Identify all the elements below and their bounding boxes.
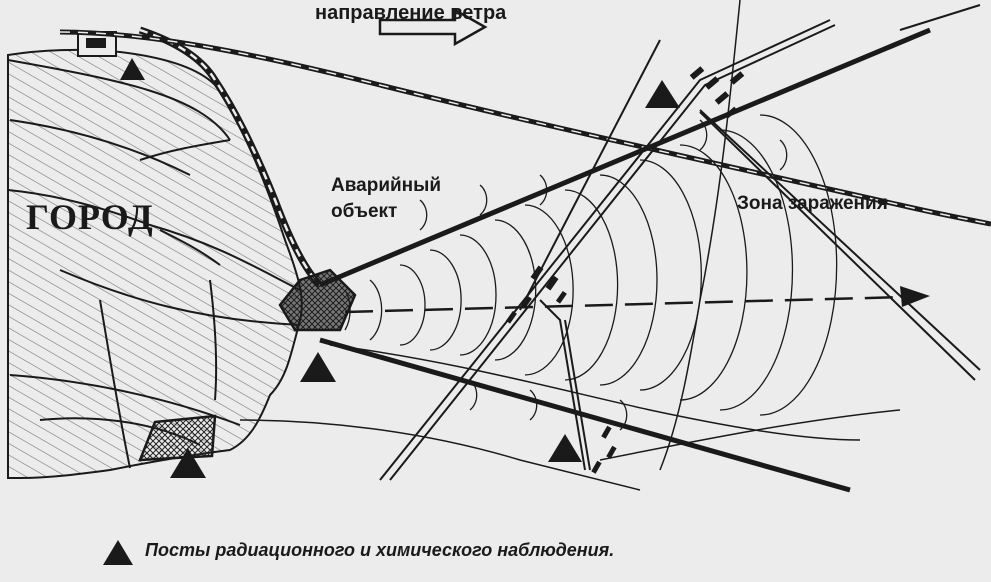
triangle-icon — [300, 352, 336, 382]
wind-direction-label: направление ветра — [315, 2, 507, 24]
contamination-zone-label: Зона заражения — [737, 193, 888, 214]
legend-text: Посты радиационного и химического наблюд… — [145, 540, 615, 560]
contamination-arcs — [344, 114, 838, 431]
right-roads — [699, 4, 981, 381]
accident-object-label-line1: Аварийный — [331, 175, 442, 196]
observation-posts — [103, 58, 680, 565]
zone-boundary-lower — [319, 337, 851, 493]
triangle-icon — [170, 448, 206, 478]
roads-in-zone — [239, 0, 901, 491]
triangle-icon — [120, 58, 145, 80]
railway — [138, 26, 323, 288]
lower-building — [138, 414, 217, 462]
city-label: ГОРОД — [26, 197, 154, 237]
zone-boundary-upper — [319, 27, 931, 288]
zone-axis — [344, 295, 906, 314]
accident-object-label-line2: объект — [331, 201, 398, 222]
triangle-icon — [548, 434, 582, 462]
accident-object-label: Аварийный объект — [331, 173, 441, 225]
vehicle-clusters — [505, 66, 745, 474]
triangle-icon — [645, 80, 680, 108]
arrow-right-outline-icon — [378, 7, 488, 47]
triangle-icon — [103, 540, 133, 565]
